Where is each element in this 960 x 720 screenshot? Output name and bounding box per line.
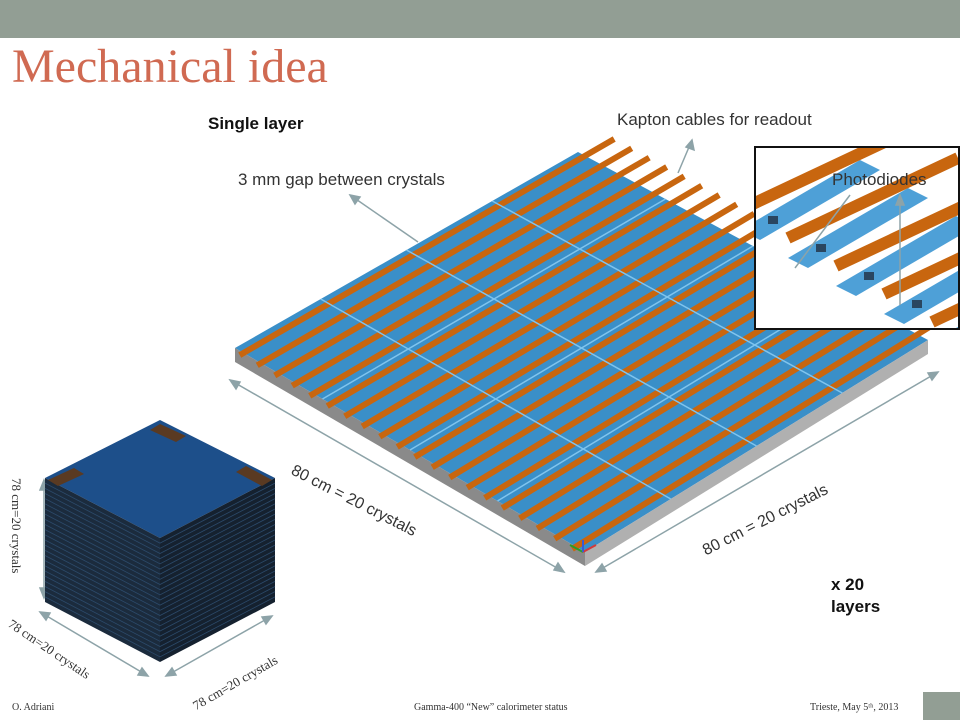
cube-layer-line [44, 508, 276, 570]
footer-date: Trieste, May 5ᵗʰ, 2013 [810, 702, 899, 713]
cube-height-label: 78 cm=20 crystals [9, 478, 24, 574]
photodiodes-label: Photodiodes [832, 170, 927, 189]
kapton-cable [238, 136, 616, 358]
annotation-arrows [38, 138, 940, 677]
gap-label: 3 mm gap between crystals [238, 170, 445, 189]
photodiode [912, 300, 922, 308]
cube-layer-line [44, 555, 276, 616]
cube-layer-line [44, 570, 276, 632]
kapton-cable [570, 313, 949, 552]
cube-layer-line [44, 565, 276, 627]
cube-layer-line [44, 487, 276, 549]
cube-layer-line [44, 518, 276, 580]
cube-layer-line [44, 539, 276, 601]
cube-layer-line [44, 549, 276, 611]
kapton-cable [290, 164, 669, 389]
footer-author: O. Adriani [12, 702, 55, 713]
cube-layer-line [44, 586, 276, 647]
inset-cable [756, 148, 886, 210]
kapton-cable [430, 239, 809, 470]
inset-crystal [956, 326, 958, 328]
cube-layer-line [44, 544, 276, 606]
kapton-cable [535, 295, 914, 532]
inset-crystal [756, 160, 880, 240]
kapton-cable [343, 192, 721, 419]
kapton-cables-label: Kapton cables for readout [617, 110, 812, 129]
photodiode [816, 244, 826, 252]
kapton-cable [255, 145, 634, 368]
footer-title: Gamma-400 “New” calorimeter status [414, 702, 568, 713]
kapton-cable [273, 155, 651, 379]
photodiode [864, 272, 874, 280]
photodiode-inset [754, 146, 960, 330]
kapton-cable [413, 229, 791, 460]
stacked-calorimeter-cube [44, 420, 276, 662]
inset-cable [833, 201, 958, 272]
cube-layer-line [44, 529, 276, 591]
cube-layer-line [44, 596, 276, 658]
layers-count-label: x 20 layers [831, 575, 881, 616]
kapton-cable [395, 220, 774, 450]
cube-layer-line [44, 575, 276, 637]
inset-cable [881, 252, 958, 300]
page-number-box [923, 692, 960, 720]
cube-layer-line [44, 493, 276, 554]
kapton-cable [360, 201, 739, 430]
kapton-cable [308, 173, 686, 399]
inset-cable [785, 152, 958, 244]
cube-layer-line [44, 560, 276, 622]
cube-layer-line [44, 534, 276, 596]
cube-layer-line [44, 591, 276, 653]
cube-layer-line [44, 482, 276, 544]
single-layer-label: Single layer [208, 114, 304, 133]
cube-layer-line [44, 513, 276, 575]
photodiode [768, 216, 778, 224]
inset-crystal [884, 270, 958, 324]
cube-layer-line [44, 524, 276, 585]
axis-gizmo [569, 540, 597, 553]
gap-line [491, 200, 843, 394]
cube-layer-line [44, 503, 276, 565]
kapton-cable [378, 211, 756, 440]
gap-line [409, 245, 754, 451]
cube-layer-line [44, 498, 276, 560]
cube-layer-line [44, 580, 276, 642]
kapton-cable [325, 183, 704, 409]
top-bar [0, 0, 960, 38]
kapton-cable [553, 304, 931, 542]
slide-title: Mechanical idea [12, 40, 328, 93]
